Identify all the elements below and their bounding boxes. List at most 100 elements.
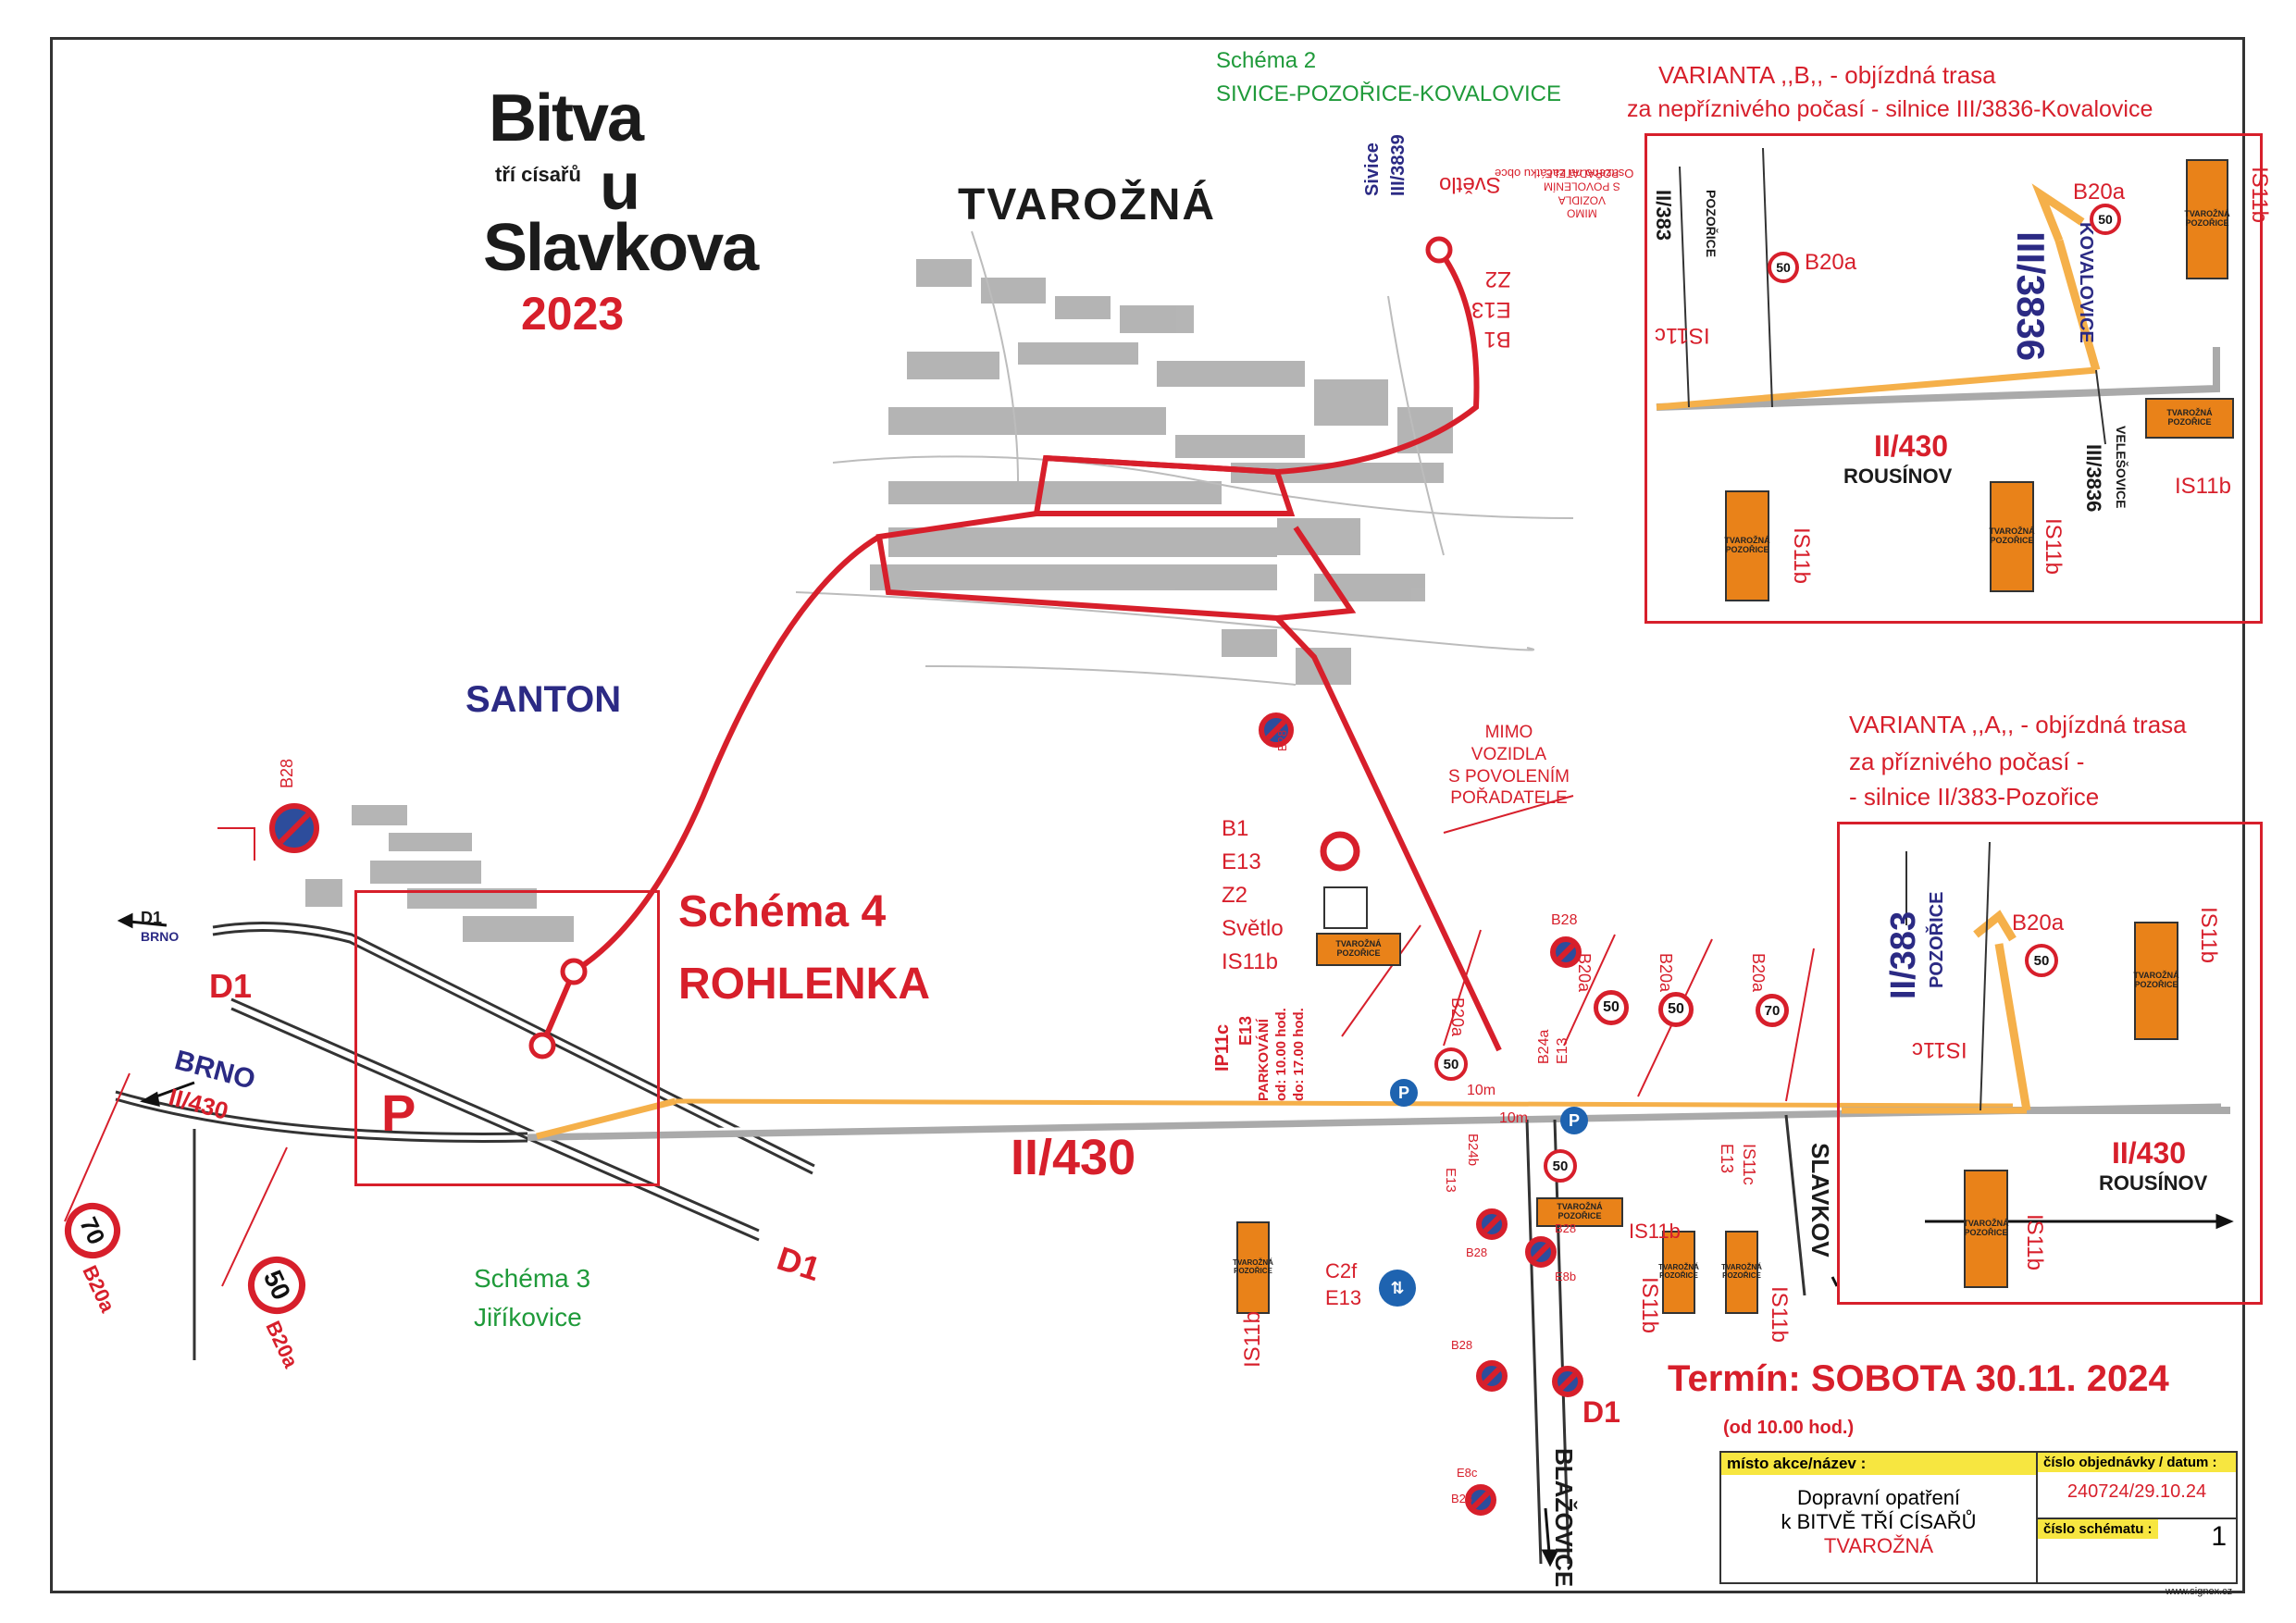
is11b-mid-label: IS11b <box>1629 1220 1681 1243</box>
parking-e13: E13 <box>1236 1015 1255 1046</box>
road-sivice: Sivice <box>1362 142 1383 196</box>
no-parking-sign-tvarozna <box>1259 712 1294 748</box>
variantB-road-left: II/383 <box>1652 190 1675 242</box>
variantB-road-down-dir: VELEŠOVICE <box>2114 426 2128 509</box>
variantB-is11b-1: IS11b <box>2247 167 2272 223</box>
route-node-top <box>1425 236 1453 264</box>
variantB-road-main-dir: ROUSÍNOV <box>1843 465 1953 488</box>
schema2-line1: Schéma 2 <box>1216 48 1317 73</box>
direction-icon: ⇅ <box>1379 1270 1416 1307</box>
closed-route <box>543 248 1502 1052</box>
schema4-line2: ROHLENKA <box>678 960 930 1009</box>
variantA-title-1: VARIANTA ,,A,, - objízdná trasa <box>1849 711 2187 738</box>
variantA-road-up-dir: POZOŘICE <box>1927 891 1947 988</box>
variantA-b20a: B20a <box>2012 911 2065 935</box>
schema4-frame[interactable] <box>354 890 660 1186</box>
e13-label-north: E13 <box>1555 1037 1570 1064</box>
parking-time1: od: 10.00 hod. <box>1273 1008 1289 1101</box>
variantA-orange-1: TVAROŽNÁ POZOŘICE <box>2133 922 2179 1040</box>
orange-sign-2: TVAROŽNÁ POZOŘICE <box>1233 1221 1273 1314</box>
top-sign-note5: Osazeno na začátku obce <box>1495 167 1634 180</box>
town-title: TVAROŽNÁ <box>958 180 1217 229</box>
b28-label-south-1: B28 <box>1466 1245 1488 1259</box>
b28-label-south-2: B28 <box>1555 1221 1577 1235</box>
no-parking-sign-south-2 <box>1525 1236 1557 1268</box>
variantB-is11b-2: IS11b <box>2175 474 2231 499</box>
variantA-frame[interactable] <box>1837 822 2263 1305</box>
variantB-b20a-1: B20a <box>1805 250 1857 275</box>
b28-label-tvarozna: B28 <box>1275 729 1289 751</box>
variantB-b20a-2: B20a <box>2073 180 2126 204</box>
route-node-mid <box>1320 831 1360 872</box>
e8c-label: E8c <box>1457 1466 1478 1480</box>
variantA-is11b-2: IS11b <box>2022 1214 2047 1270</box>
variantA-title-2: za příznivého počasí - <box>1849 748 2085 775</box>
mid-info-sign <box>1323 886 1368 929</box>
schema2-line2: SIVICE-POZOŘICE-KOVALOVICE <box>1216 81 1561 106</box>
variantB-orange-4: TVAROŽNÁ POZOŘICE <box>1989 481 2035 592</box>
is11b-mid2-label: IS11b <box>1637 1277 1662 1333</box>
mid-sign-note: MIMO VOZIDLA S POVOLENÍM POŘADATELE <box>1448 723 1570 809</box>
variantB-orange-1: TVAROŽNÁ POZOŘICE <box>2184 159 2230 279</box>
schema3-line1: Schéma 3 <box>474 1264 591 1293</box>
top-sign-svetlo: Světlo <box>1439 172 1501 197</box>
speed-sign-50-b: 50 <box>1594 990 1629 1025</box>
speed-sign-70-b: 70 <box>1756 994 1789 1027</box>
b28-label-south-4: B28 <box>1451 1492 1473 1505</box>
variantB-orange-2: TVAROŽNÁ POZOŘICE <box>2145 398 2234 439</box>
mid-sign-codes: B1 E13 Z2 Světlo IS11b <box>1222 816 1284 974</box>
town-streets <box>795 230 1574 686</box>
e13-label-right: E13 <box>1718 1144 1736 1174</box>
tb-schema-value: 1 <box>2211 1521 2227 1552</box>
tb-misto-label: místo akce/název : <box>1721 1453 2036 1475</box>
road-blazovice <box>1525 1114 1806 1565</box>
b20a-label-3: B20a <box>1749 953 1768 993</box>
town-basemap <box>305 259 1453 942</box>
logo-line3: u <box>600 150 640 224</box>
b20a-label-1: B20a <box>1575 953 1594 993</box>
tb-misto-l3: TVAROŽNÁ <box>1823 1534 1934 1557</box>
variantB-orange-3: TVAROŽNÁ POZOŘICE <box>1724 490 1770 601</box>
parking-p: P <box>381 1084 416 1142</box>
tb-cislo-value: 240724/29.10.24 <box>2066 1481 2207 1502</box>
variantB-road-down: III/3836 <box>2082 444 2105 513</box>
road-d1-bottom: D1 <box>1582 1395 1620 1429</box>
logo-line1: Bitva <box>489 81 644 155</box>
variantB-road-right-dir: KOVALOVICE <box>2076 222 2096 343</box>
no-parking-sign-south-3 <box>1476 1360 1508 1392</box>
motorway-d1 <box>115 922 815 1360</box>
tb-misto-l2: k BITVĚ TŘÍ CÍSAŘŮ <box>1781 1510 1977 1533</box>
no-parking-sign-south-1 <box>1476 1208 1508 1240</box>
orange-sign-4: TVAROŽNÁ POZOŘICE <box>1721 1231 1762 1314</box>
b24a-label: B24a <box>1536 1029 1552 1064</box>
termin: Termín: SOBOTA 30.11. 2024 <box>1668 1358 2169 1399</box>
road-d1-small: D1 <box>141 909 163 927</box>
variantB-is11b-4: IS11b <box>2041 518 2066 575</box>
tb-cislo-label: číslo objednávky / datum : <box>2038 1453 2236 1472</box>
parking-time2: do: 17.00 hod. <box>1291 1008 1307 1101</box>
no-parking-label-left: B28 <box>278 758 296 788</box>
tb-misto-l1: Dopravní opatření <box>1796 1486 1961 1509</box>
variantB-title-2: za nepříznivého počasí - silnice III/383… <box>1627 96 2153 122</box>
orange-sign-1: TVAROŽNÁ POZOŘICE <box>1536 1197 1623 1227</box>
variantB-road-left-dir: POZOŘICE <box>1704 190 1719 258</box>
variantB-road-main: II/430 <box>1874 429 1949 463</box>
variantA-roads <box>1842 841 2230 1114</box>
footer-brand: www.signex.cz <box>2166 1586 2233 1597</box>
b20a-label-2: B20a <box>1657 953 1675 993</box>
schema3-line2: Jiříkovice <box>474 1303 582 1332</box>
is11b-left-label: IS11b <box>1240 1311 1265 1368</box>
variantB-frame[interactable] <box>1644 133 2263 624</box>
variantA-road-main: II/430 <box>2112 1136 2187 1170</box>
no-parking-sign-left <box>269 803 319 853</box>
road-slavkov: SLAVKOV <box>1806 1143 1834 1258</box>
route-node-left-2 <box>528 1032 556 1059</box>
title-block: místo akce/název : Dopravní opatření k B… <box>1719 1451 2238 1584</box>
parking-code: IP11c <box>1212 1023 1233 1072</box>
distance-2: 10m <box>1499 1110 1529 1126</box>
variantB-is11b-3: IS11b <box>1789 527 1814 584</box>
route-node-left-1 <box>560 958 588 985</box>
c2f-label: C2f E13 <box>1325 1259 1362 1309</box>
orange-sign-3: TVAROŽNÁ POZOŘICE <box>1658 1231 1699 1314</box>
